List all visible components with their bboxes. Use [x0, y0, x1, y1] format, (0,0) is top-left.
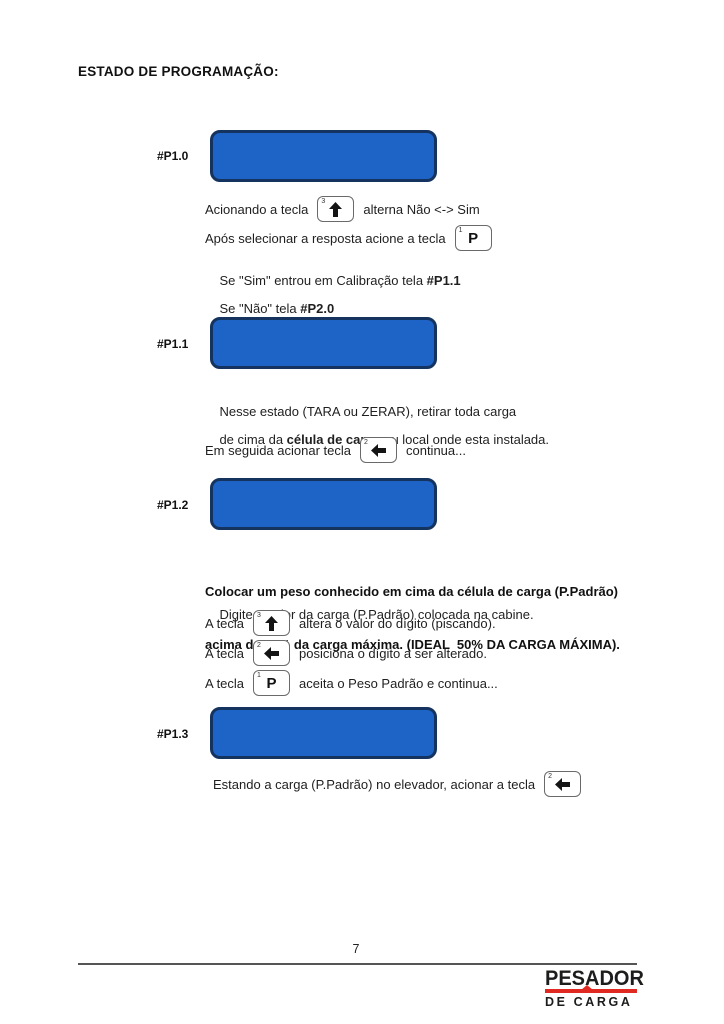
instruction-text: alterna Não <-> Sim [363, 201, 480, 217]
lcd-line-1: Ajustando TARA [220, 368, 427, 369]
instruction-line: Nesse estado (TARA ou ZERAR), retirar to… [205, 389, 516, 434]
page-number: 7 [352, 942, 360, 956]
p-key-label: P [266, 674, 277, 692]
up-arrow-icon [329, 201, 343, 217]
instruction-line: Estando a carga (P.Padrão) no elevador, … [213, 770, 590, 798]
instruction-text: Acionando a tecla [205, 201, 309, 217]
section-label-p1-2: #P1.2 [157, 498, 189, 512]
key-number: 3 [257, 612, 261, 619]
instruction-text: Se "Sim" entrou em Calibração tela [219, 273, 427, 288]
instruction-text: altera o valor do dígito (piscando). [299, 615, 496, 631]
instruction-text: Estando a carga (P.Padrão) no elevador, … [213, 776, 536, 792]
instruction-line: A tecla 1 P aceita o Peso Padrão e conti… [205, 669, 498, 697]
key-p: 1 P [454, 225, 492, 251]
instruction-text: aceita o Peso Padrão e continua... [299, 675, 498, 691]
instruction-text: posiciona o dígito a ser alterado. [299, 645, 487, 661]
logo-word-bottom: DE CARGA [545, 995, 633, 1009]
key-left: 2 [359, 437, 397, 463]
logo-word-top: PESADOR [545, 966, 644, 990]
instruction-line: Em seguida acionar tecla 2 continua... [205, 436, 466, 464]
left-arrow-icon [264, 646, 280, 660]
instruction-text: Se "Não" tela [219, 301, 301, 316]
lcd-line-1: Dig.Peso Padrão: [220, 529, 427, 530]
lcd-display-p1-2: Dig.Peso Padrão: 0000 kg [210, 478, 437, 530]
instruction-line: Acionando a tecla 3 alterna Não <-> Sim [205, 195, 480, 223]
section-label-p1-1: #P1.1 [157, 337, 189, 351]
instruction-text: A tecla [205, 645, 245, 661]
lcd-display-p1-3: Colocar P.Padrão [T2]→Continuar [210, 707, 437, 759]
key-p: 1 P [253, 670, 291, 696]
instruction-line: Se "Sim" entrou em Calibração tela #P1.1 [205, 258, 461, 303]
instruction-line: A tecla 2 posiciona o dígito a ser alter… [205, 639, 487, 667]
key-number: 2 [363, 439, 368, 446]
instruction-text: ou local onde esta instalada. [380, 432, 550, 447]
instruction-text: A tecla [205, 675, 245, 691]
key-number: 1 [257, 672, 261, 679]
up-arrow-icon [265, 615, 279, 631]
page-title: ESTADO DE PROGRAMAÇÃO: [78, 64, 279, 79]
lcd-line-1: Calib. PESAGEM ? [220, 181, 427, 182]
key-number: 1 [458, 227, 463, 234]
warning-line-1: Colocar um peso conhecido em cima da cél… [205, 584, 619, 599]
section-label-p1-0: #P1.0 [157, 149, 189, 163]
key-up: 3 [253, 610, 291, 636]
footer-divider [78, 963, 637, 965]
p-key-label: P [468, 229, 479, 247]
instruction-text: continua... [405, 442, 466, 458]
instruction-line: Se "Não" tela #P2.0 [205, 286, 334, 331]
instruction-line: A tecla 3 altera o valor do dígito (pisc… [205, 609, 496, 637]
key-number: 3 [321, 198, 326, 205]
lcd-display-p1-0: Calib. PESAGEM ? Não [210, 130, 437, 182]
key-number: 2 [257, 642, 261, 649]
screen-ref: #P2.0 [300, 301, 335, 316]
lcd-display-p1-1: Ajustando TARA [T2]→Continuar [210, 317, 437, 369]
key-up: 3 [317, 196, 355, 222]
key-left: 2 [544, 771, 582, 797]
logo-red-bar [545, 985, 637, 993]
lcd-line-1: Colocar P.Padrão [220, 758, 427, 759]
screen-ref: #P1.1 [426, 273, 461, 288]
key-number: 2 [548, 773, 552, 780]
instruction-line: Após selecionar a resposta acione a tecl… [205, 224, 501, 252]
left-arrow-icon [370, 443, 386, 457]
instruction-text: Em seguida acionar tecla [205, 442, 351, 458]
instruction-line: de cima da célula de carga ou local onde… [205, 417, 549, 462]
pesador-de-carga-logo: PESADOR DE CARGA [545, 966, 644, 1009]
instruction-text: de cima da [219, 432, 287, 447]
instruction-text: Nesse estado (TARA ou ZERAR), retirar to… [219, 404, 517, 419]
left-arrow-icon [555, 777, 571, 791]
key-left: 2 [253, 640, 291, 666]
section-label-p1-3: #P1.3 [157, 727, 189, 741]
instruction-text: A tecla [205, 615, 245, 631]
instruction-text: Após selecionar a resposta acione a tecl… [205, 230, 446, 246]
